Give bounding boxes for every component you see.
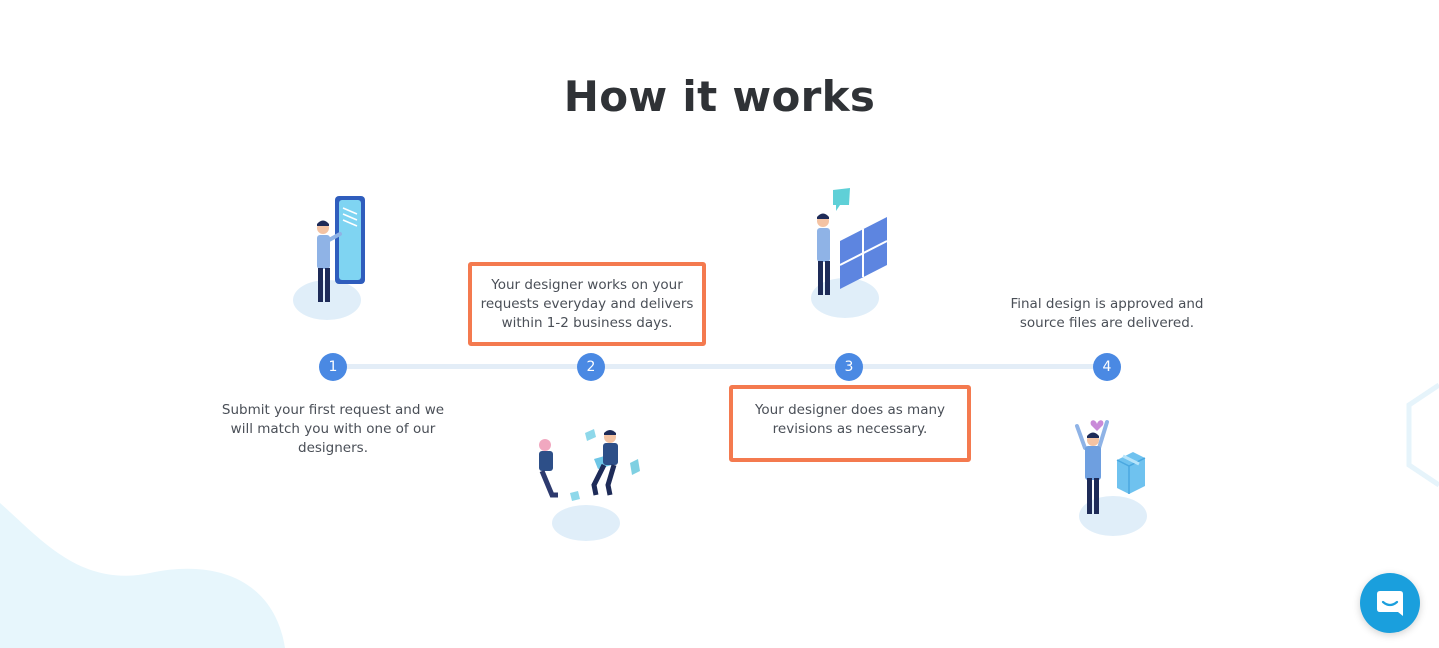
step-3-highlight (729, 385, 971, 462)
step-4-illustration (1075, 420, 1147, 536)
chat-bubble-icon (1377, 591, 1403, 616)
step-3-text: Your designer does as many revisions as … (754, 402, 946, 437)
step-3-number: 3 (835, 353, 863, 381)
background-hexagon (1406, 382, 1439, 488)
step-2-text: Your designer works on your requests eve… (480, 277, 694, 331)
page-title: How it works (563, 72, 876, 121)
step-2-number: 2 (577, 353, 605, 381)
step-4-text: Final design is approved and source file… (1010, 296, 1204, 331)
timeline-line (333, 364, 1107, 369)
step-2-illustration (539, 429, 640, 541)
step-1-illustration (293, 196, 365, 320)
chat-launcher-button[interactable] (1360, 573, 1420, 633)
step-4-number: 4 (1093, 353, 1121, 381)
step-1-text: Submit your first request and we will ma… (221, 402, 445, 456)
step-1-number: 1 (319, 353, 347, 381)
step-2-highlight (468, 262, 706, 346)
background-blob (0, 503, 285, 648)
step-3-illustration (811, 188, 888, 318)
